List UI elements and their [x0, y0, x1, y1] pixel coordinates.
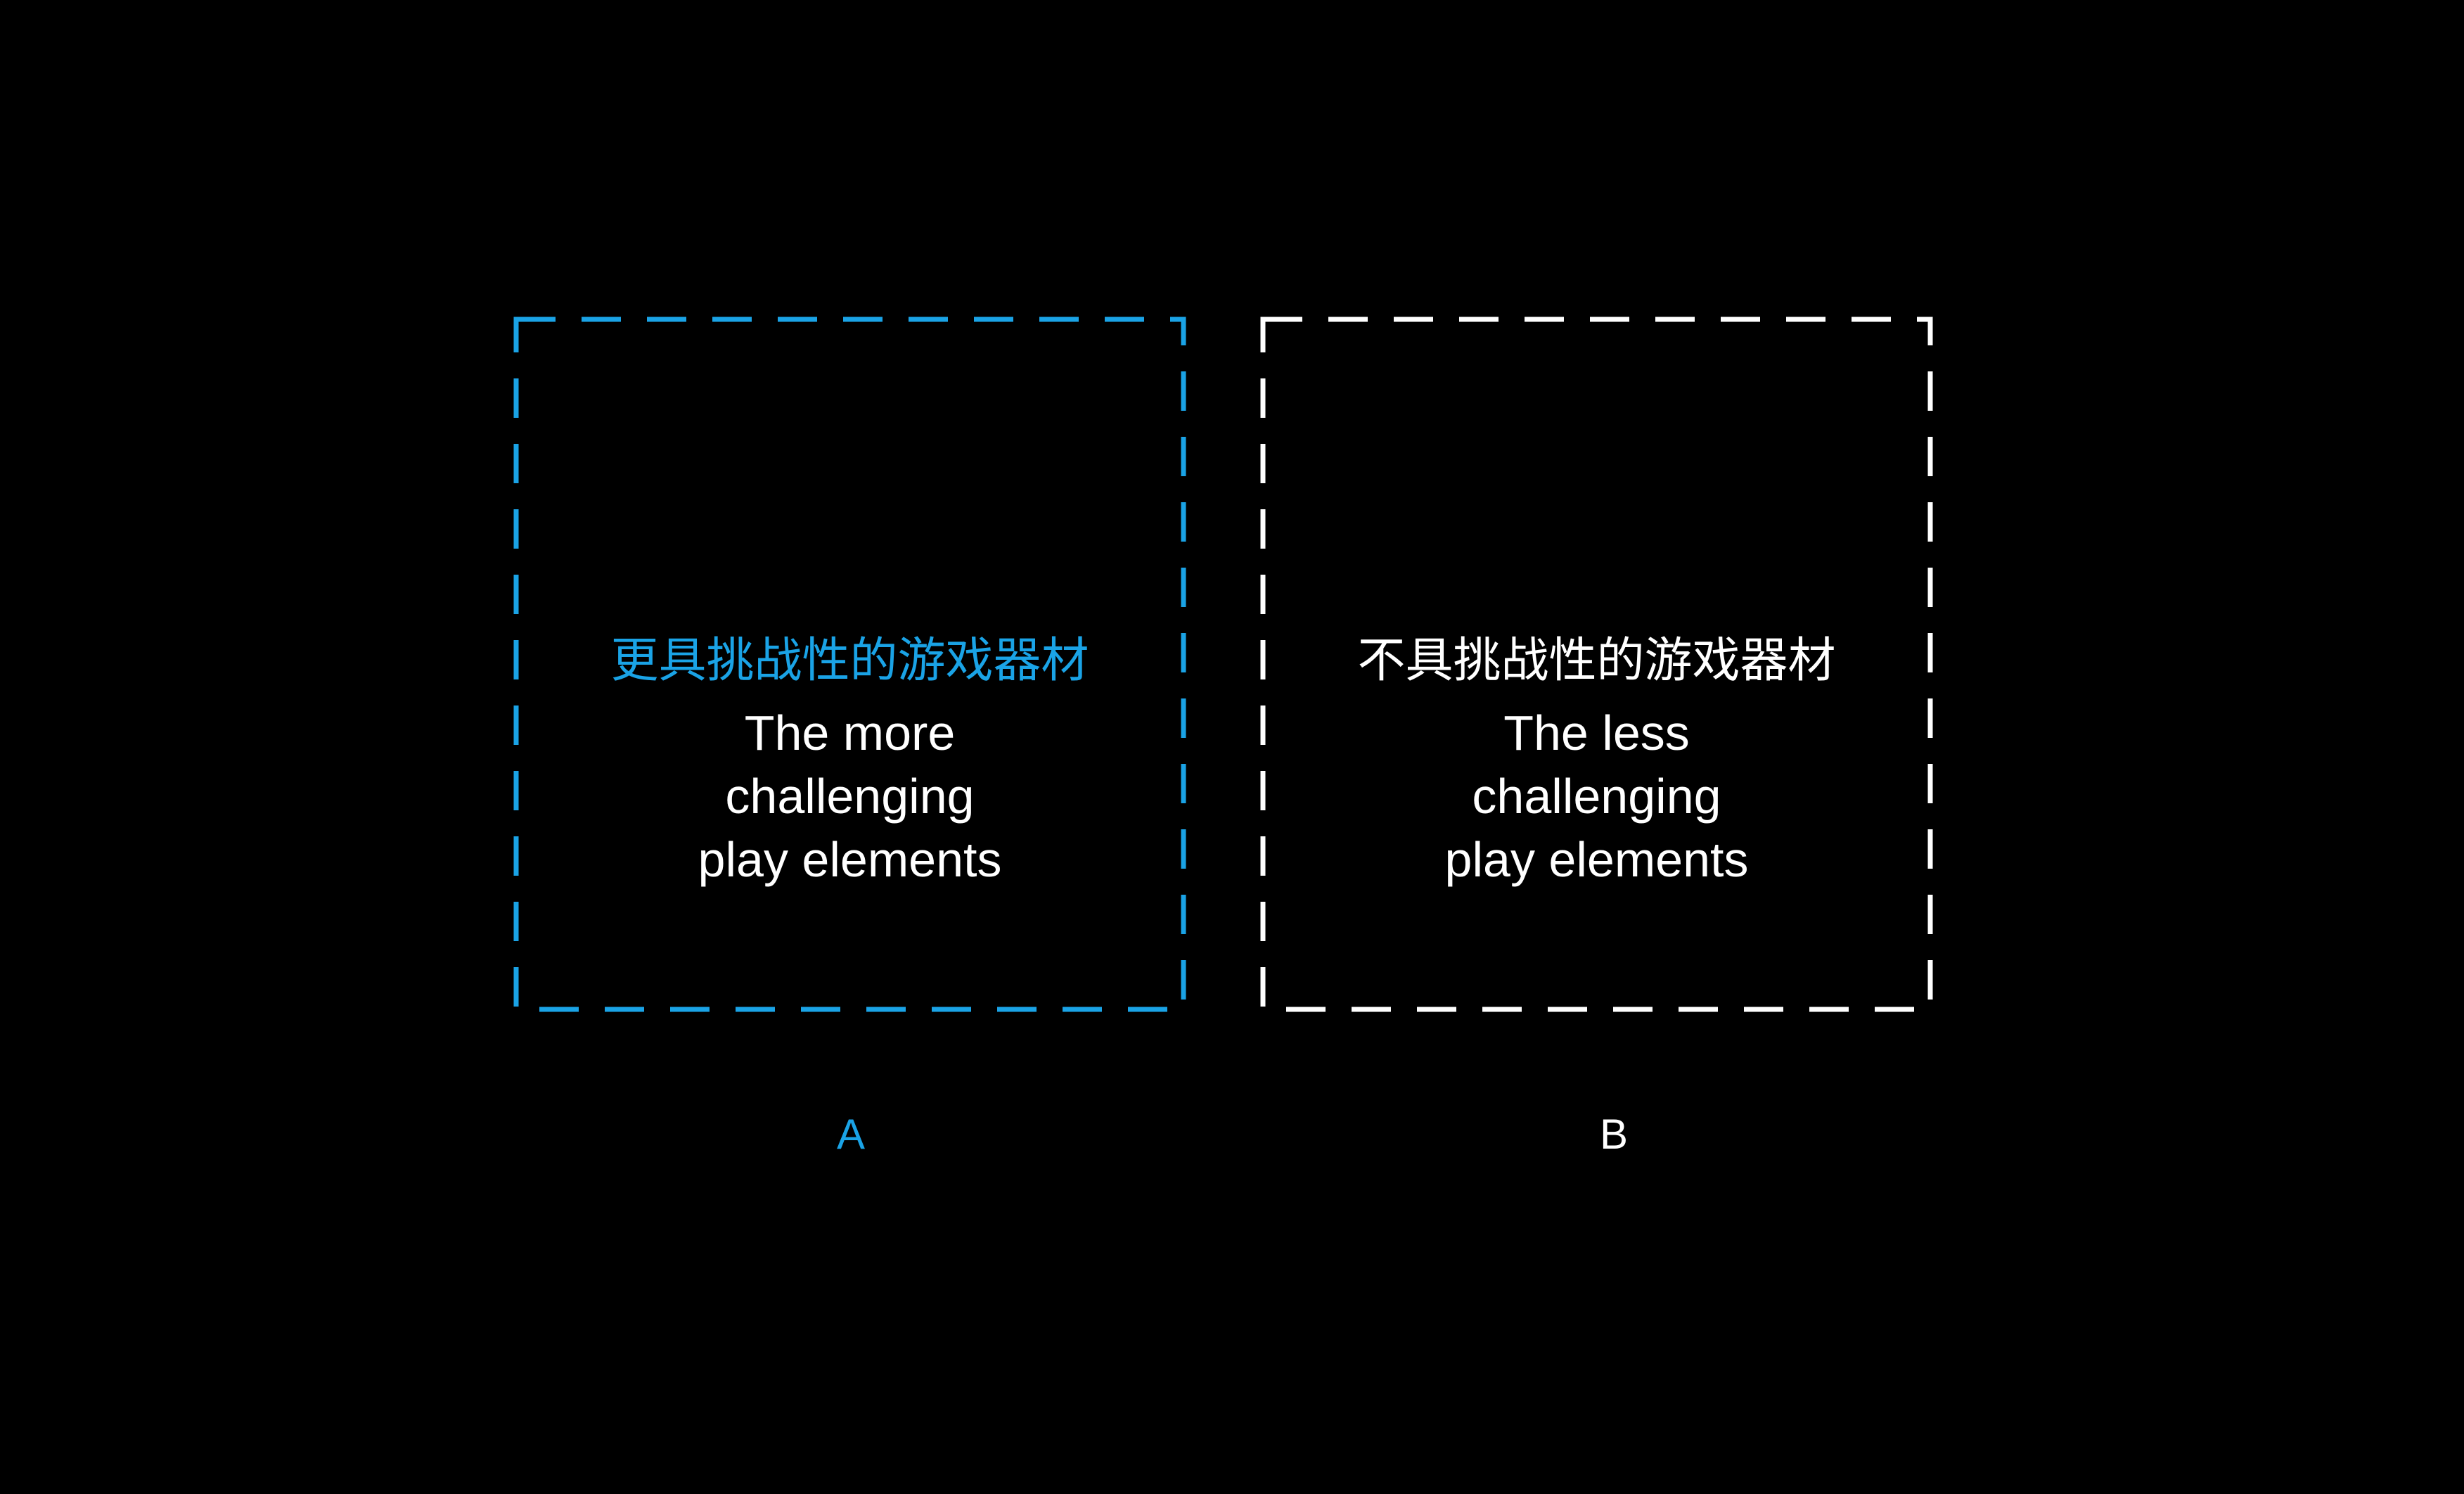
option-b-english-line-1: The less — [1503, 706, 1690, 760]
option-b-dashed-frame — [1260, 317, 1933, 1012]
option-b-chinese-title: 不具挑战性的游戏器材 — [1357, 633, 1836, 689]
option-a-english-description: The more challenging play elements — [514, 701, 1186, 891]
option-a-english-line-1: The more — [744, 706, 956, 760]
option-b-box: 不具挑战性的游戏器材 The less challenging play ele… — [1260, 317, 1933, 1012]
option-a-english-line-2: challenging — [725, 769, 975, 824]
option-a-chinese-title: 更具挑战性的游戏器材 — [610, 633, 1089, 689]
option-a-dashed-frame — [513, 317, 1186, 1012]
option-b-english-description: The less challenging play elements — [1261, 701, 1932, 891]
option-b-letter: B — [1599, 1111, 1629, 1158]
option-a-english-line-3: play elements — [698, 832, 1002, 887]
option-b-english-line-2: challenging — [1472, 769, 1721, 824]
option-b-english-line-3: play elements — [1444, 832, 1749, 887]
option-a-box: 更具挑战性的游戏器材 The more challenging play ele… — [513, 317, 1186, 1012]
option-a-letter: A — [836, 1111, 866, 1158]
